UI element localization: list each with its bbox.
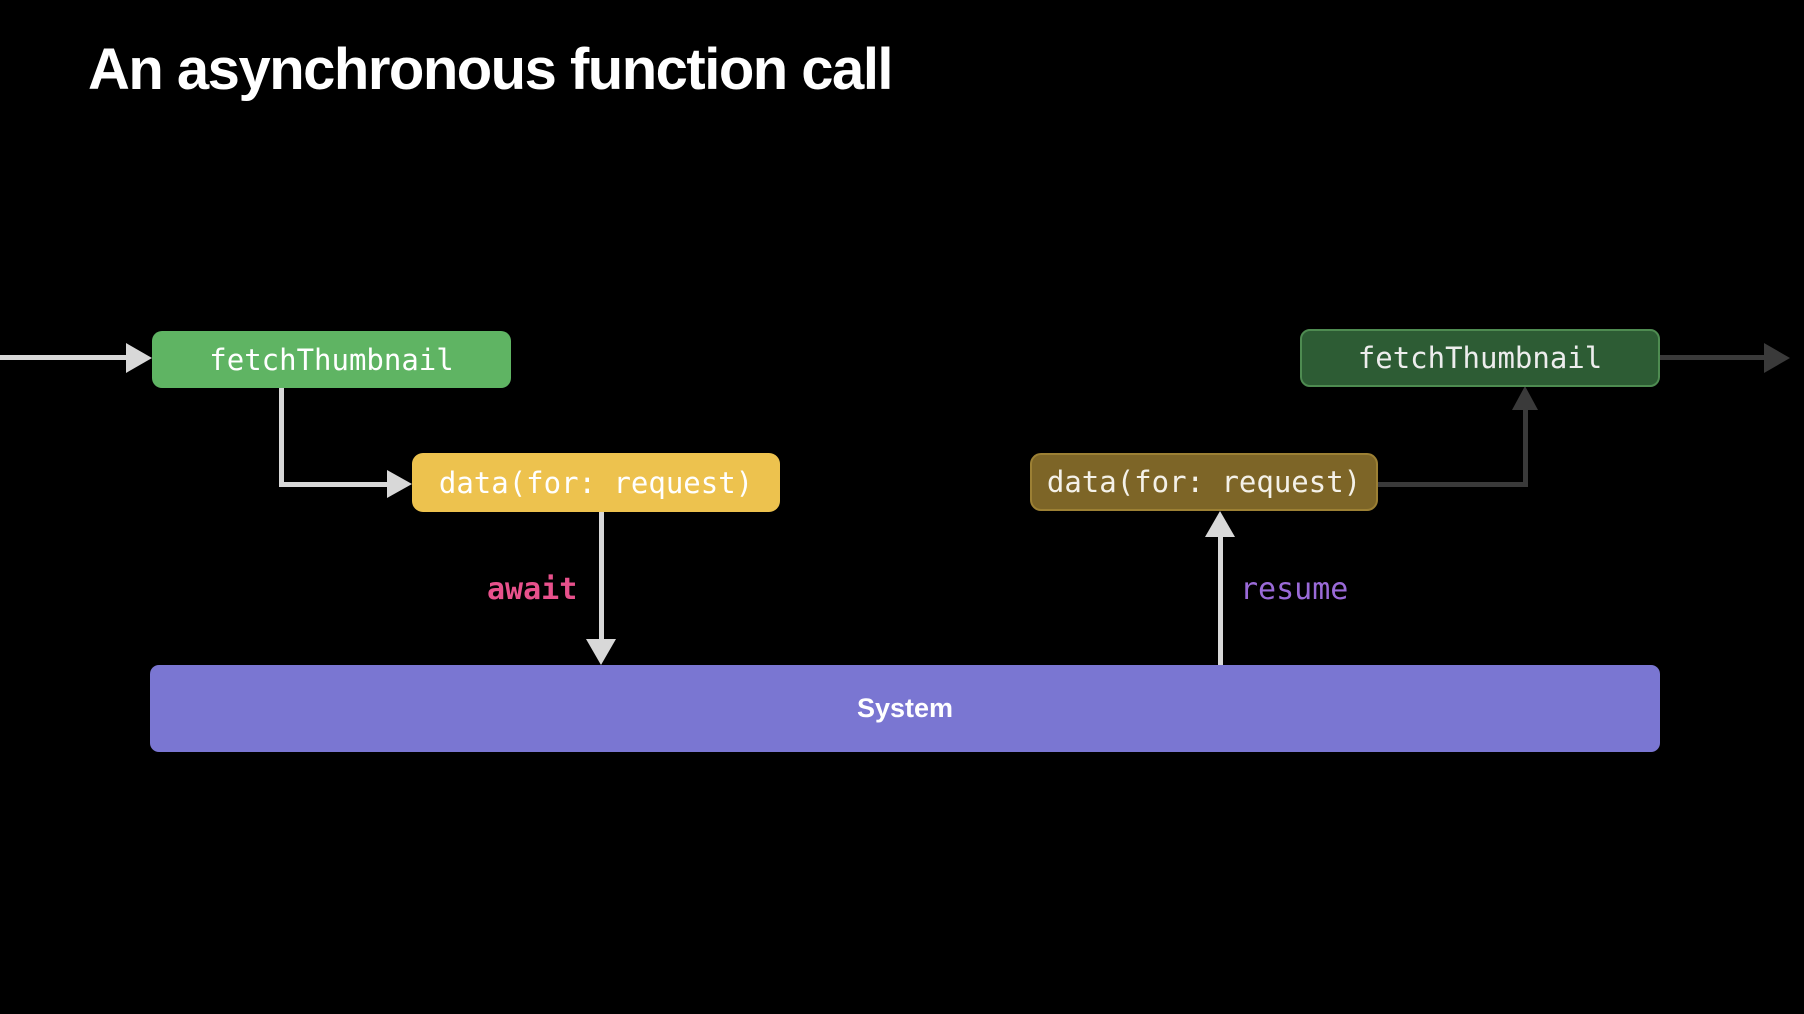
fetch-thumbnail-box-active: fetchThumbnail xyxy=(152,331,511,388)
call-arrowhead-right-icon xyxy=(387,470,412,498)
system-label: System xyxy=(856,693,954,723)
system-bar: System xyxy=(150,665,1660,752)
resume-arrowhead-up-icon xyxy=(1205,511,1235,537)
resume-arrow-line xyxy=(1218,537,1223,665)
await-arrow-line xyxy=(599,512,604,640)
fetch-thumbnail-label: fetchThumbnail xyxy=(1357,341,1603,375)
slide-title: An asynchronous function call xyxy=(88,37,894,102)
exit-arrow-line xyxy=(1660,355,1764,360)
await-keyword-label: await xyxy=(487,572,578,607)
entry-arrowhead-right-icon xyxy=(126,343,152,373)
await-arrowhead-down-icon xyxy=(586,639,616,665)
call-arrow-horizontal-line xyxy=(279,482,387,487)
data-request-label: data(for: request) xyxy=(1046,465,1362,499)
return-arrow-horizontal-line xyxy=(1378,482,1528,487)
data-request-label: data(for: request) xyxy=(438,465,754,500)
fetch-thumbnail-label: fetchThumbnail xyxy=(209,342,454,377)
call-arrow-vertical-line xyxy=(279,388,284,486)
data-request-box-dimmed: data(for: request) xyxy=(1030,453,1378,511)
fetch-thumbnail-box-dimmed: fetchThumbnail xyxy=(1300,329,1660,387)
resume-keyword-label: resume xyxy=(1240,572,1349,607)
entry-arrow-line xyxy=(0,355,126,360)
exit-arrowhead-right-icon xyxy=(1764,343,1790,373)
return-arrow-vertical-line xyxy=(1523,408,1528,487)
return-arrowhead-up-icon xyxy=(1512,386,1538,410)
data-request-box-active: data(for: request) xyxy=(412,453,780,512)
